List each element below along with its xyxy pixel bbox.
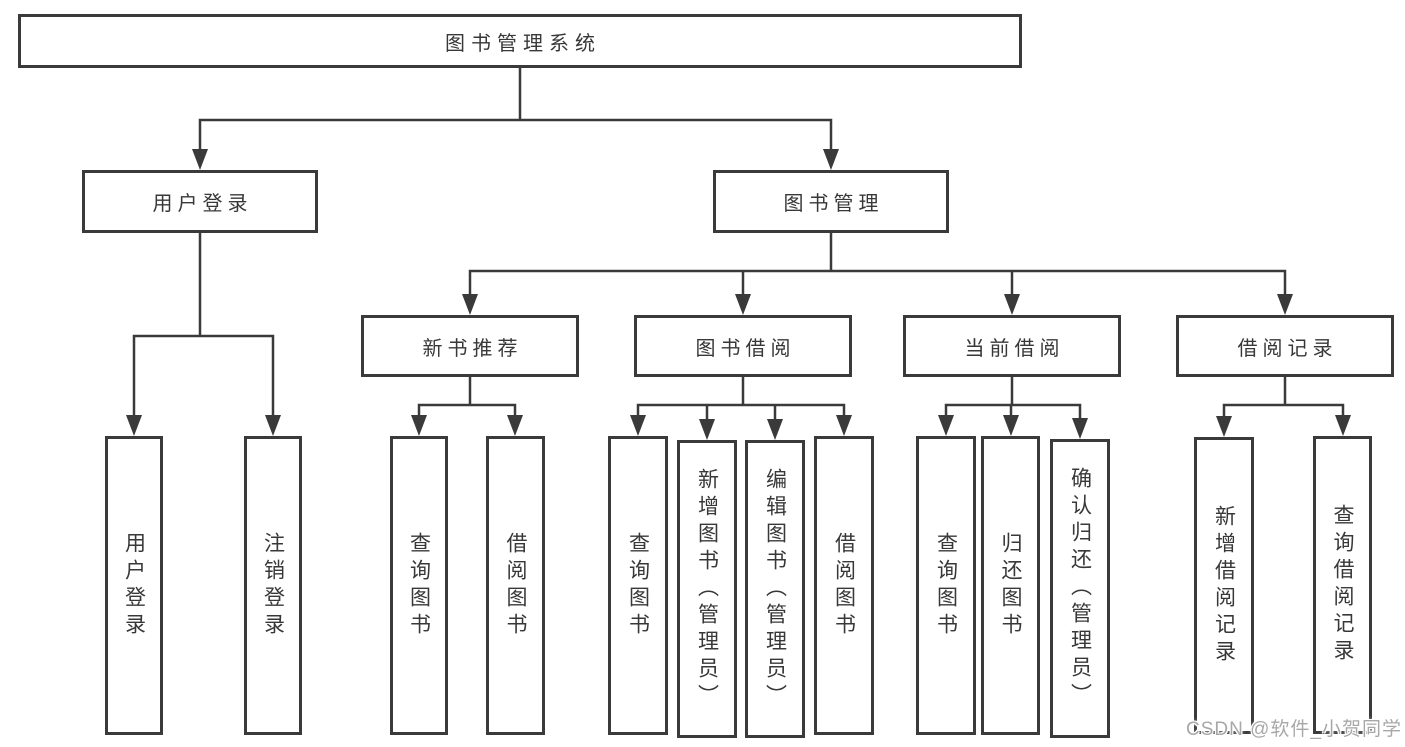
node-current-borrowing: 当前借阅 (903, 315, 1121, 377)
leaf-label: 新增图书（管理员） (695, 467, 719, 711)
node-label: 图书管理系统 (445, 32, 601, 55)
leaf-label: 借阅图书 (504, 531, 527, 640)
node-label: 用户登录 (152, 193, 253, 215)
csdn-watermark: CSDN @软件_小贺同学 (1186, 719, 1402, 740)
leaf-query-books: 查询图书 (390, 436, 448, 735)
node-book-borrowing: 图书借阅 (634, 315, 852, 377)
leaf-query-borrow-record: 查询借阅记录 (1313, 436, 1372, 734)
leaf-borrow-books: 借阅图书 (814, 436, 874, 735)
node-label: 图书管理 (783, 193, 884, 215)
leaf-label: 借阅图书 (832, 531, 856, 640)
leaf-query-books: 查询图书 (608, 436, 668, 735)
node-new-book-recommendation: 新书推荐 (361, 315, 579, 377)
node-label: 借阅记录 (1237, 337, 1338, 360)
leaf-label: 查询借阅记录 (1331, 504, 1354, 666)
leaf-label: 编辑图书（管理员） (763, 467, 787, 711)
leaf-label: 查询图书 (934, 531, 958, 640)
node-label: 新书推荐 (422, 337, 523, 360)
leaf-label: 查询图书 (626, 531, 650, 640)
node-library-management-system: 图书管理系统 (18, 14, 1022, 68)
node-label: 图书借阅 (695, 337, 796, 360)
leaf-label: 用户登录 (122, 531, 146, 640)
leaf-add-borrow-record: 新增借阅记录 (1194, 437, 1254, 734)
leaf-borrow-books: 借阅图书 (486, 436, 545, 735)
leaf-label: 归还图书 (999, 531, 1022, 640)
leaf-confirm-return-admin: 确认归还（管理员） (1050, 439, 1110, 738)
node-borrowing-records: 借阅记录 (1176, 315, 1394, 377)
leaf-query-books: 查询图书 (916, 436, 976, 735)
node-book-management: 图书管理 (713, 170, 949, 233)
node-label: 当前借阅 (964, 337, 1065, 360)
leaf-label: 新增借阅记录 (1212, 504, 1236, 667)
leaf-label: 查询图书 (407, 531, 431, 640)
leaf-label: 确认归还（管理员） (1068, 467, 1092, 710)
leaf-label: 注销登录 (261, 531, 285, 640)
node-user-login: 用户登录 (82, 170, 318, 233)
leaf-add-book-admin: 新增图书（管理员） (677, 440, 737, 738)
leaf-return-books: 归还图书 (981, 436, 1040, 735)
leaf-user-login: 用户登录 (105, 436, 163, 735)
leaf-edit-book-admin: 编辑图书（管理员） (745, 440, 805, 738)
leaf-logout: 注销登录 (244, 436, 302, 735)
